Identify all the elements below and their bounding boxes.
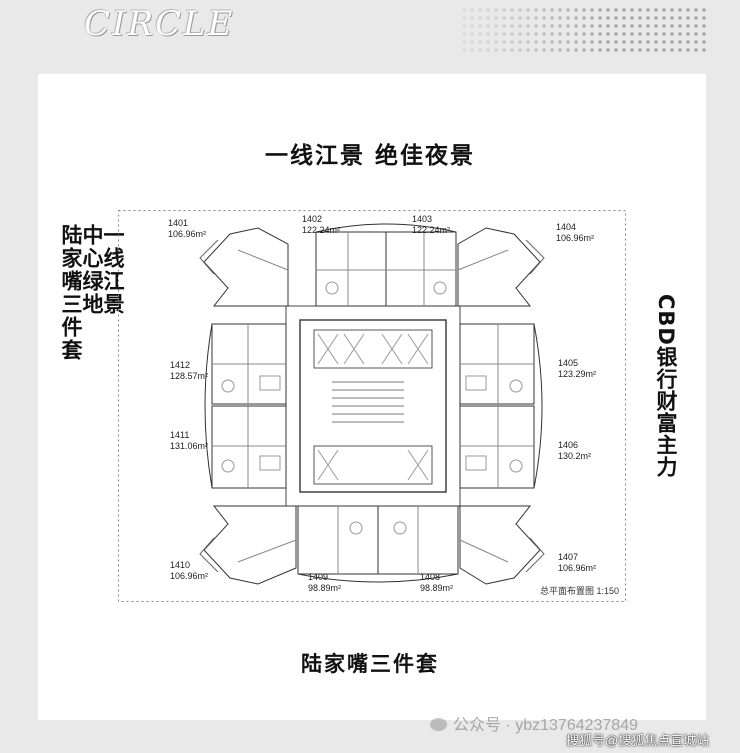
- unit-label-1404: 1404 106.96m²: [556, 222, 594, 244]
- unit-number: 1410: [170, 560, 191, 570]
- top-curved-facade: [315, 223, 457, 233]
- account-watermark: 公众号 · ybz13764237849: [430, 711, 638, 735]
- halftone-decoration: [460, 6, 708, 52]
- furniture-marks: [221, 281, 523, 535]
- interior-partitions: [212, 232, 534, 574]
- unit-label-1409: 1409 98.89m²: [308, 572, 341, 594]
- unit-1404-outline: [457, 227, 541, 307]
- unit-label-1412: 1412 128.57m²: [170, 360, 208, 382]
- unit-area: 106.96m²: [556, 233, 595, 243]
- unit-number: 1409: [308, 572, 329, 582]
- content-card: [38, 74, 706, 720]
- unit-area: 122.24m²: [412, 225, 451, 235]
- unit-number: 1401: [168, 218, 189, 228]
- unit-area: 98.89m²: [420, 583, 454, 593]
- unit-label-1408: 1408 98.89m²: [420, 572, 453, 594]
- dimension-border: [118, 210, 626, 602]
- unit-number: 1406: [558, 440, 579, 450]
- unit-1410-outline: [203, 505, 297, 585]
- unit-1411-outline: [211, 405, 287, 489]
- unit-number: 1404: [556, 222, 577, 232]
- unit-number: 1405: [558, 358, 579, 368]
- unit-area: 106.96m²: [170, 571, 209, 581]
- unit-area: 106.96m²: [168, 229, 207, 239]
- unit-area: 131.06m²: [170, 441, 209, 451]
- elevator-crosses: [317, 333, 429, 481]
- left-slogan-line-1: 一线江景: [101, 224, 125, 316]
- elevator-lobby-bottom: [313, 445, 433, 485]
- balcony-1404: [525, 239, 545, 275]
- scale-note: 总平面布置图 1:150: [540, 586, 620, 596]
- unit-1403-outline: [385, 231, 457, 307]
- unit-number: 1408: [420, 572, 441, 582]
- unit-area: 123.29m²: [558, 369, 597, 379]
- unit-label-1411: 1411 131.06m²: [170, 430, 208, 452]
- balcony-1407: [525, 537, 545, 573]
- unit-label-1406: 1406 130.2m²: [558, 440, 591, 462]
- bottom-headline: 陆家嘴三件套: [301, 652, 439, 676]
- balcony-1410: [199, 537, 219, 573]
- unit-number: 1402: [302, 214, 323, 224]
- unit-1406-outline: [459, 405, 535, 489]
- unit-label-1401: 1401 106.96m²: [168, 218, 206, 240]
- account-watermark-text: 公众号 · ybz13764237849: [453, 717, 639, 734]
- bottom-curved-facade: [297, 573, 459, 583]
- left-curved-facade: [204, 323, 213, 489]
- left-vertical-slogan: 一线江景 中心绿地 陆家嘴三件套: [59, 224, 125, 362]
- unit-label-1407: 1407 106.96m²: [558, 552, 596, 574]
- elevator-lobby-top: [313, 329, 433, 369]
- unit-area: 106.96m²: [558, 563, 597, 573]
- unit-label-1402: 1402 122.24m²: [302, 214, 340, 236]
- unit-number: 1403: [412, 214, 433, 224]
- floor-plan-drawing: [118, 210, 626, 602]
- unit-number: 1407: [558, 552, 579, 562]
- unit-number: 1411: [170, 430, 190, 440]
- unit-1402-outline: [315, 231, 387, 307]
- unit-area: 128.57m²: [170, 371, 209, 381]
- left-slogan-line-3: 陆家嘴三件套: [59, 224, 83, 362]
- unit-label-1410: 1410 106.96m²: [170, 560, 208, 582]
- unit-area: 98.89m²: [308, 583, 342, 593]
- stair-lines: [332, 381, 404, 423]
- unit-label-1405: 1405 123.29m²: [558, 358, 596, 380]
- unit-area: 122.24m²: [302, 225, 341, 235]
- site-watermark: 搜狐号@搜狐焦点宣城站: [566, 733, 710, 748]
- wechat-icon: [430, 718, 447, 731]
- balcony-1401: [199, 239, 219, 275]
- central-core: [299, 319, 447, 493]
- unit-1407-outline: [459, 505, 541, 585]
- right-vertical-slogan: CBD银行财富主力: [654, 294, 678, 478]
- unit-number: 1412: [170, 360, 191, 370]
- left-slogan-line-2: 中心绿地: [80, 224, 104, 316]
- right-curved-facade: [533, 323, 543, 489]
- unit-area: 130.2m²: [558, 451, 592, 461]
- unit-label-1403: 1403 122.24m²: [412, 214, 450, 236]
- unit-1401-outline: [203, 227, 289, 307]
- brand-logo: CIRCLE: [84, 4, 235, 44]
- top-headline: 一线江景 绝佳夜景: [264, 143, 475, 169]
